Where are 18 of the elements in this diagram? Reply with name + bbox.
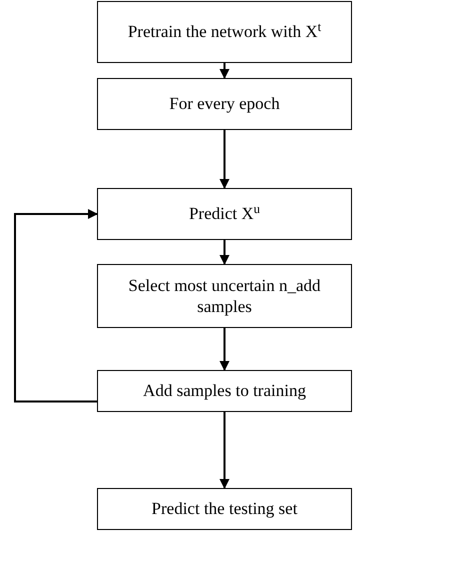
process-box xyxy=(97,370,352,412)
process-box xyxy=(97,488,352,530)
step-text: Pretrain the network with X$^{t}$ xyxy=(128,21,322,43)
arrow xyxy=(220,63,230,79)
process-box xyxy=(97,264,352,328)
step-text: Select most uncertain n_add samples xyxy=(127,274,322,318)
arrow xyxy=(220,240,230,265)
process-box xyxy=(97,188,352,240)
arrow xyxy=(14,209,98,402)
arrow xyxy=(220,412,230,489)
step-text: For every epoch xyxy=(169,93,280,115)
step-text: Predict X$^{u}$ xyxy=(188,203,260,225)
arrow xyxy=(220,130,230,189)
step-text: Predict the testing set xyxy=(152,498,298,520)
step-text: Add samples to training xyxy=(143,380,306,402)
arrow xyxy=(220,328,230,371)
process-box xyxy=(97,78,352,130)
process-box xyxy=(97,1,352,63)
